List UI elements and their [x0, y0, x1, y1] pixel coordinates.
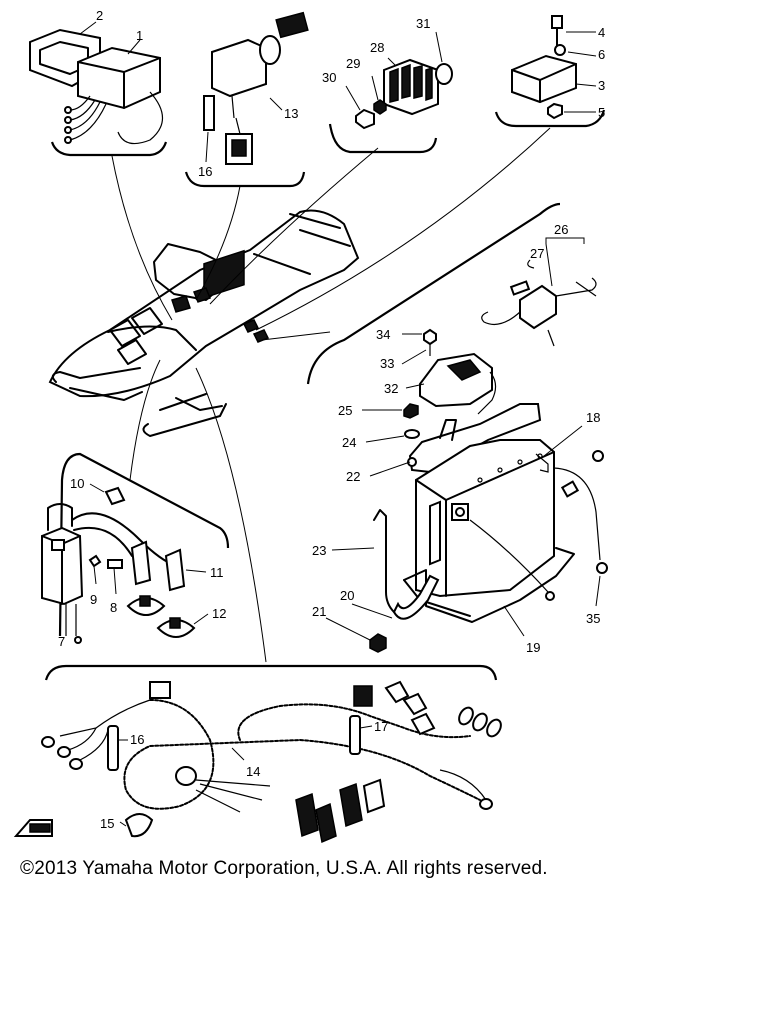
battery-group	[306, 202, 608, 653]
ignition-coil-group	[41, 452, 230, 644]
cdi-unit-group	[29, 21, 168, 157]
main-switch-group	[184, 11, 309, 188]
callout-30: 30	[322, 70, 336, 85]
callout-6: 6	[598, 47, 605, 62]
callout-16-harness: 16	[130, 732, 144, 747]
callout-21: 21	[312, 604, 326, 619]
callout-12: 12	[212, 606, 226, 621]
relay-group	[494, 15, 606, 128]
callout-27: 27	[530, 246, 544, 261]
callout-labels: 1 2 3 4 5 6 7 8 9 10 11 12 13 14 15 16 1…	[58, 8, 605, 831]
electrical-parts-diagram: 1 2 3 4 5 6 7 8 9 10 11 12 13 14 15 16 1…	[13, 8, 608, 844]
callout-19: 19	[526, 640, 540, 655]
regulator-group	[328, 31, 453, 154]
callout-28: 28	[370, 40, 384, 55]
callout-31: 31	[416, 16, 430, 31]
callout-18: 18	[586, 410, 600, 425]
leader-lines	[111, 127, 551, 663]
callout-16-switch: 16	[198, 164, 212, 179]
callout-15: 15	[100, 816, 114, 831]
callout-29: 29	[346, 56, 360, 71]
callout-13: 13	[284, 106, 298, 121]
callout-25: 25	[338, 403, 352, 418]
callout-7: 7	[58, 634, 65, 649]
callout-32: 32	[384, 381, 398, 396]
callout-2: 2	[96, 8, 103, 23]
callout-14: 14	[246, 764, 260, 779]
callout-34: 34	[376, 327, 390, 342]
callout-3: 3	[598, 78, 605, 93]
snowmobile	[48, 209, 360, 437]
callout-17: 17	[374, 719, 388, 734]
wire-harness-group	[13, 664, 502, 844]
callout-35: 35	[586, 611, 600, 626]
callout-33: 33	[380, 356, 394, 371]
callout-20: 20	[340, 588, 354, 603]
callout-1: 1	[136, 28, 143, 43]
callout-26: 26	[554, 222, 568, 237]
callout-4: 4	[598, 25, 605, 40]
callout-23: 23	[312, 543, 326, 558]
callout-22: 22	[346, 469, 360, 484]
callout-11: 11	[210, 565, 224, 580]
callout-8: 8	[110, 600, 117, 615]
callout-10: 10	[70, 476, 84, 491]
callout-9: 9	[90, 592, 97, 607]
copyright-notice: ©2013 Yamaha Motor Corporation, U.S.A. A…	[20, 858, 548, 879]
callout-24: 24	[342, 435, 356, 450]
callout-5: 5	[598, 105, 605, 120]
